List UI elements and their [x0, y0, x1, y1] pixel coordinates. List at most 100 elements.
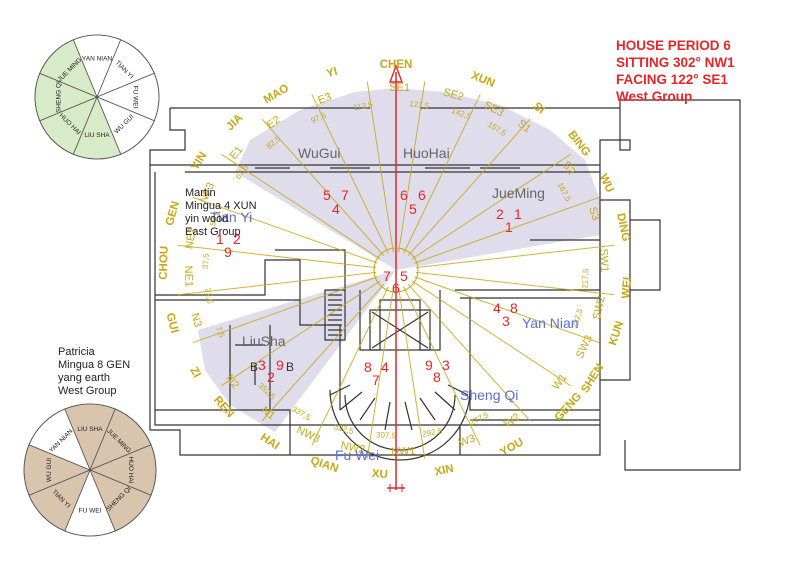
compass-ray	[411, 280, 571, 387]
star-liusha-right: 9	[276, 357, 284, 373]
star-liusha-bottom: 2	[267, 369, 275, 385]
mountain-label: HAI	[258, 432, 281, 453]
compass-ray	[398, 287, 426, 459]
sector-label: N3	[188, 312, 203, 329]
star-tianyi-left: 1	[216, 231, 224, 247]
compass-ray	[192, 196, 378, 264]
star-fuwei-right: 4	[381, 359, 389, 375]
wheel-label: LIU SHA	[84, 132, 110, 139]
star-center-left: 7	[383, 268, 391, 284]
star-tianyi-bottom: 9	[224, 244, 232, 260]
compass-ray	[261, 118, 385, 257]
sector-label: NW3	[295, 424, 322, 445]
star-yannian-bottom: 3	[502, 313, 510, 329]
compass-rays	[177, 81, 615, 459]
mountain-label: SHEN	[579, 362, 606, 395]
degree-label: 112,5	[353, 100, 374, 112]
room-letter-b-right: B	[286, 360, 294, 374]
person-patricia: Patricia Mingua 8 GEN yang earth West Gr…	[58, 346, 130, 398]
degree-label: 37,5	[201, 253, 211, 270]
person-element: yin wood	[185, 213, 229, 225]
sector-label: W1	[550, 372, 570, 392]
degree-label: 127,5	[409, 99, 431, 110]
mountain-label: WEI	[620, 277, 634, 300]
star-jueming-bottom: 1	[505, 219, 513, 235]
sector-label: S3	[586, 205, 602, 222]
mountain-label: KUN	[607, 320, 626, 347]
compass-ray	[221, 280, 381, 387]
star-shengqi-left: 9	[425, 357, 433, 373]
person-group: West Group	[58, 385, 117, 397]
compass-center-ring	[373, 247, 419, 293]
compass-ray	[398, 81, 426, 253]
mountain-label: CHOU	[158, 246, 171, 280]
compass-ray	[403, 286, 481, 446]
mountain-label: CHEN	[380, 59, 413, 71]
star-huohai-left: 6	[400, 187, 408, 203]
compass-ray	[407, 118, 531, 257]
sector-label: SE2	[442, 86, 465, 103]
sitting-direction: SITTING 302° NW1	[616, 55, 735, 70]
mountain-label: YIN	[189, 150, 209, 173]
shaded-zones	[198, 88, 600, 432]
star-huohai-bottom: 5	[409, 201, 417, 217]
wheel-label: SHENG QI	[55, 81, 62, 113]
building-walls	[149, 99, 741, 471]
compass-ray	[366, 81, 394, 253]
facing-arrow	[388, 64, 404, 83]
person-group: East Group	[185, 226, 241, 238]
degree-label: 217,5	[580, 268, 590, 289]
degree-label: 337,5	[290, 405, 312, 423]
wheel-label: WU GUI	[46, 458, 53, 482]
sector-label: E3	[316, 91, 333, 107]
sector-label: NW1	[391, 445, 416, 458]
mountain-label: DING	[614, 212, 632, 243]
sector-label: SE1	[389, 82, 410, 94]
star-shengqi-bottom: 8	[433, 369, 441, 385]
star-wugui-bottom: 4	[332, 201, 340, 217]
zone-shengqi-label: Sheng Qi	[460, 387, 518, 403]
degree-label: 292,5	[421, 426, 443, 439]
sector-label: NE1	[182, 265, 195, 287]
star-liusha-left: 3	[258, 357, 266, 373]
star-center-right: 5	[400, 268, 408, 284]
house-period: HOUSE PERIOD 6	[616, 38, 731, 53]
degree-label: 322,5	[333, 422, 355, 436]
mountain-label: SI	[531, 100, 547, 116]
degree-label: 307,5	[376, 430, 397, 440]
mountain-label: YI	[325, 66, 339, 81]
person-element: yang earth	[58, 372, 110, 384]
person-name: Patricia	[58, 346, 95, 358]
house-info: HOUSE PERIOD 6 SITTING 302° NW1 FACING 1…	[616, 37, 735, 105]
compass-ray	[221, 153, 381, 260]
mountain-label: XU	[371, 468, 388, 481]
compass-ray	[411, 153, 571, 260]
zone-huohai-label: HuoHai	[403, 145, 450, 161]
wheel-label: YAN NIAN	[82, 55, 113, 62]
compass-labels: CHENXUNSIBINGWUDINGWEIKUNSHENGENGYOUXINX…	[158, 59, 634, 481]
sector-label: W2	[502, 411, 522, 430]
star-yannian-right: 8	[510, 300, 518, 316]
compass-ray	[192, 276, 378, 344]
person-mingua: Mingua 8 GEN	[58, 359, 131, 371]
room-letter-b-left: B	[250, 360, 258, 374]
compass-ray	[177, 244, 377, 269]
compass-ray	[414, 196, 600, 264]
zone-tianyi-label: Tian Yi	[210, 209, 252, 225]
shade-lower-left	[198, 270, 396, 432]
star-wugui-left: 5	[323, 187, 331, 203]
mountain-label: MAO	[262, 82, 291, 106]
person-martin: Martin Mingua 4 XUN yin wood East Group	[185, 187, 257, 239]
star-huohai-right: 6	[418, 187, 426, 203]
facing-direction: FACING 122° SE1	[616, 72, 728, 87]
degree-label: 22,5	[203, 288, 214, 305]
mountain-label: GEN	[164, 200, 182, 227]
mountain-label: ZI	[187, 365, 203, 380]
compass-ray	[261, 283, 385, 422]
wheel-label: LIU SHA	[77, 426, 103, 433]
mountain-label: GENG	[553, 391, 585, 424]
compass-ray	[403, 94, 481, 254]
